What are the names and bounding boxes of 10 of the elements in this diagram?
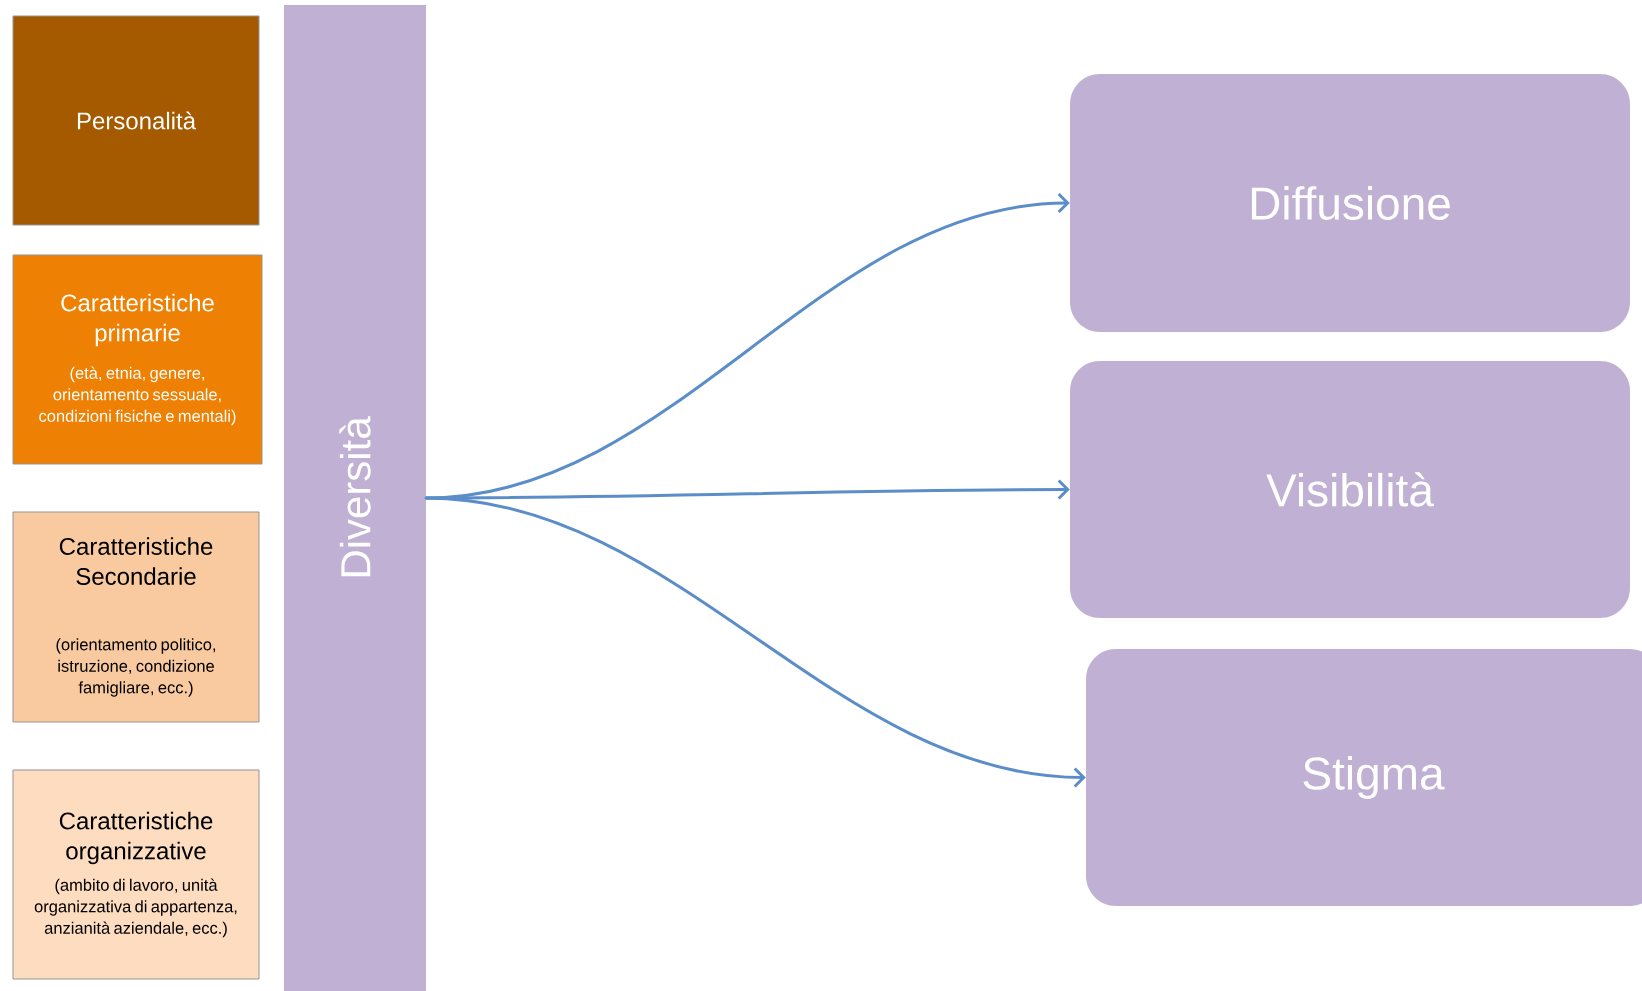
- category-box: Caratteristiche primarie (età, etnia, genere, orientamento sessuale, condizioni fisiche e mentali): [12, 254, 263, 465]
- category-box: Caratteristiche organizzative (ambito di lavoro, unità organizzativa di appartenza, anzianità aziendale, ecc.): [12, 769, 260, 980]
- arrow: [424, 479, 1070, 500]
- rounded-box: Visibilità: [1070, 361, 1630, 618]
- rounded-box: Stigma: [1086, 649, 1642, 906]
- category-box: Caratteristiche Secondarie (orientamento politico, istruzione, condizione famigliare, ecc.): [12, 511, 260, 723]
- rounded-box: Diffusione: [1070, 74, 1630, 332]
- category-box: Personalità: [12, 15, 260, 226]
- vertical-bar: Diversità: [284, 5, 426, 991]
- arrow: [424, 496, 1086, 788]
